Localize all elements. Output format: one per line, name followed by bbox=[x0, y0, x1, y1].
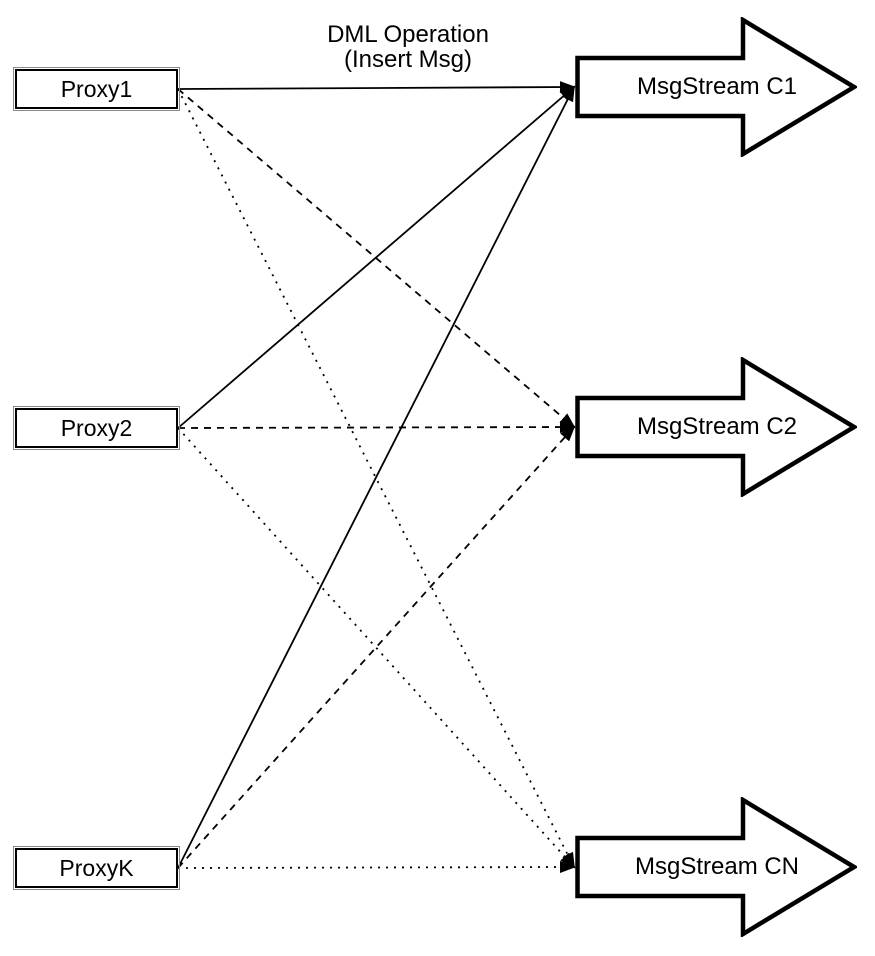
edge-proxy2-to-msgstream-c2 bbox=[177, 421, 576, 434]
edge-proxy1-to-msgstream-c2 bbox=[177, 88, 576, 429]
node-proxyk: ProxyK bbox=[13, 846, 180, 890]
node-proxy2: Proxy2 bbox=[13, 406, 180, 450]
node-proxy1-label: Proxy1 bbox=[60, 75, 133, 102]
node-proxy1: Proxy1 bbox=[13, 67, 180, 111]
node-proxy2-label: Proxy2 bbox=[60, 414, 133, 441]
block-arrow-shape bbox=[575, 797, 857, 937]
node-proxyk-label: ProxyK bbox=[59, 854, 134, 881]
edge-proxy1-to-msgstream-c1 bbox=[177, 81, 576, 94]
edge-proxyk-to-msgstream-c2 bbox=[177, 425, 576, 869]
node-msgstream-c2: MsgStream C2 bbox=[575, 357, 857, 497]
node-msgstream-c1: MsgStream C1 bbox=[575, 17, 857, 157]
node-msgstream-c1-label: MsgStream C1 bbox=[636, 73, 798, 100]
edge-proxy2-to-msgstream-c1 bbox=[177, 85, 576, 429]
edge-proxyk-to-msgstream-c1 bbox=[177, 85, 575, 869]
edge-proxy2-to-msgstream-cn bbox=[177, 427, 576, 869]
node-msgstream-cn-label: MsgStream CN bbox=[634, 853, 800, 880]
dml-annotation-line2: (Insert Msg) bbox=[343, 46, 472, 73]
edge-proxy1-to-msgstream-cn bbox=[177, 88, 575, 869]
edge-proxyk-to-msgstream-cn bbox=[177, 861, 576, 874]
node-msgstream-c2-label: MsgStream C2 bbox=[636, 413, 798, 440]
dml-annotation-line1: DML Operation bbox=[327, 21, 489, 48]
block-arrow-shape bbox=[575, 357, 857, 497]
block-arrow-shape bbox=[575, 17, 857, 157]
node-msgstream-cn: MsgStream CN bbox=[575, 797, 857, 937]
dml-operation-annotation: DML Operation (Insert Msg) bbox=[258, 22, 558, 72]
